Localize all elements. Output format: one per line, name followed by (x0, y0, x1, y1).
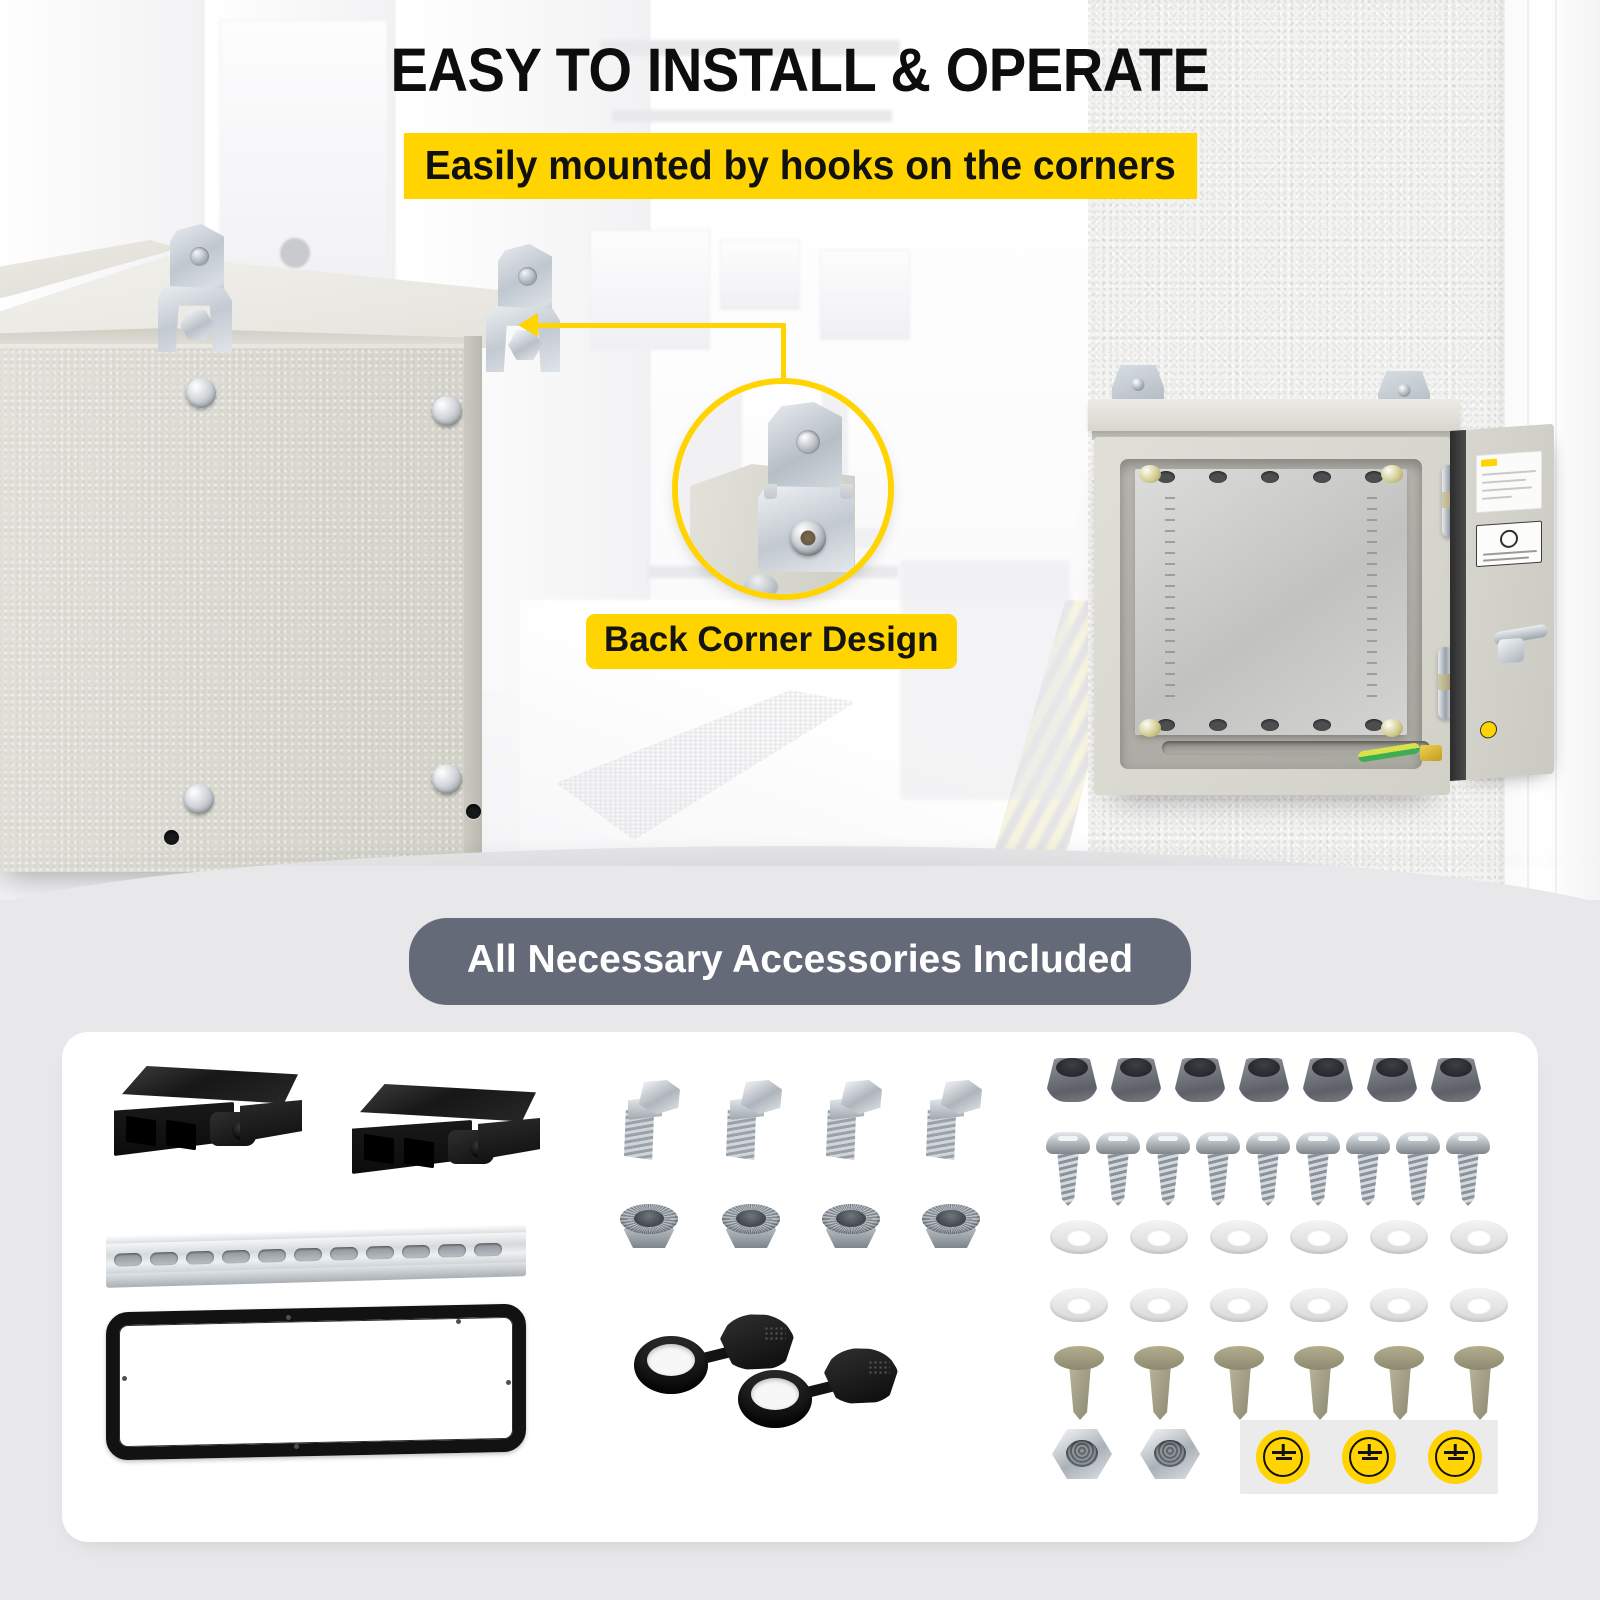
nylon-washer (1290, 1288, 1348, 1322)
serrated-flange-nut (620, 1204, 678, 1250)
back-corner-magnifier (672, 378, 894, 600)
rubber-grommet (1108, 1054, 1164, 1106)
closed-enclosure-photo (0, 224, 560, 872)
callout-connector-vertical (781, 323, 786, 385)
earth-ground-label (1342, 1430, 1396, 1484)
plastic-rivet (1054, 1346, 1104, 1420)
hex-flange-bolt (724, 1080, 782, 1162)
certification-label (1476, 520, 1542, 568)
cable-gland-cap (738, 1344, 898, 1430)
plastic-mounting-bracket (114, 1066, 304, 1171)
self-tapping-screw (1296, 1132, 1340, 1208)
self-tapping-screw (1146, 1132, 1190, 1208)
nylon-washer (1050, 1288, 1108, 1322)
nylon-washer (1130, 1220, 1188, 1254)
plastic-rivet (1134, 1346, 1184, 1420)
hex-nut (1052, 1428, 1112, 1480)
callout-connector-horizontal (538, 323, 786, 328)
plastic-rivet (1374, 1346, 1424, 1420)
page-headline: EASY TO INSTALL & OPERATE (390, 36, 1210, 104)
self-tapping-screw (1246, 1132, 1290, 1208)
nylon-washer (1050, 1220, 1108, 1254)
nylon-washer (1290, 1220, 1348, 1254)
self-tapping-screw (1046, 1132, 1090, 1208)
din-rail (106, 1224, 526, 1290)
serrated-flange-nut (822, 1204, 880, 1250)
earth-ground-label-sheet (1240, 1420, 1498, 1494)
earth-ground-label (1428, 1430, 1482, 1484)
product-spec-label (1476, 450, 1542, 514)
hex-nut (1140, 1428, 1200, 1480)
back-mounting-plate (1135, 465, 1407, 737)
hex-flange-bolt (924, 1080, 982, 1162)
door-latch-handle (1493, 620, 1554, 666)
hex-flange-bolt (824, 1080, 882, 1162)
rubber-grommet (1364, 1054, 1420, 1106)
nylon-washer (1130, 1288, 1188, 1322)
serrated-flange-nut (722, 1204, 780, 1250)
rubber-grommet (1236, 1054, 1292, 1106)
plastic-rivet (1294, 1346, 1344, 1420)
door-hinge-bottom (1438, 647, 1453, 719)
hex-flange-bolt (622, 1080, 680, 1162)
self-tapping-screw (1396, 1132, 1440, 1208)
self-tapping-screw (1196, 1132, 1240, 1208)
rubber-grommet (1044, 1054, 1100, 1106)
accessories-banner: All Necessary Accessories Included (408, 918, 1192, 1005)
callout-arrowhead (518, 313, 538, 337)
nylon-washer (1450, 1220, 1508, 1254)
page-subheadline: Easily mounted by hooks on the corners (403, 133, 1197, 200)
nylon-washer (1210, 1288, 1268, 1322)
plastic-rivet (1214, 1346, 1264, 1420)
corner-mounting-bracket-right (486, 244, 560, 372)
corner-mounting-bracket-left (158, 224, 232, 352)
plastic-rivet (1454, 1346, 1504, 1420)
rubber-grommet (1172, 1054, 1228, 1106)
back-corner-design-badge: Back Corner Design (586, 614, 957, 669)
nylon-washer (1450, 1288, 1508, 1322)
rubber-grommet (1300, 1054, 1356, 1106)
self-tapping-screw (1346, 1132, 1390, 1208)
accessories-panel (62, 1032, 1538, 1542)
enclosure-door (1450, 423, 1554, 781)
self-tapping-screw (1096, 1132, 1140, 1208)
earth-ground-label (1256, 1430, 1310, 1484)
cable-gland-cap (634, 1310, 794, 1396)
ground-wire (1357, 742, 1442, 763)
nylon-washer (1370, 1220, 1428, 1254)
earth-symbol-on-door (1480, 720, 1497, 739)
door-gasket (106, 1303, 526, 1461)
serrated-flange-nut (922, 1204, 980, 1250)
rubber-grommet (1428, 1054, 1484, 1106)
nylon-washer (1370, 1288, 1428, 1322)
open-enclosure-photo (1072, 365, 1554, 825)
plastic-mounting-bracket (352, 1084, 542, 1189)
self-tapping-screw (1446, 1132, 1490, 1208)
nylon-washer (1210, 1220, 1268, 1254)
